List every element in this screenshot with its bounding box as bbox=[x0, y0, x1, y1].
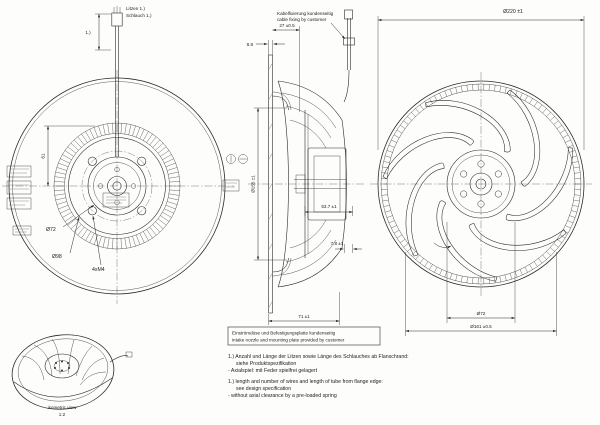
isometric-hub-holes bbox=[54, 360, 70, 372]
isometric-cable bbox=[109, 355, 129, 363]
dim-clearance: 7.8 ±1 bbox=[331, 241, 344, 246]
rotation-direction-arrow bbox=[433, 242, 452, 249]
dim-total-depth: 71 ±1 bbox=[298, 314, 310, 319]
front-view bbox=[2, 6, 248, 304]
mounting-plate-edge bbox=[68, 137, 166, 235]
dim-motor-depth: 53.7 ±1 bbox=[321, 204, 337, 209]
section-view bbox=[248, 9, 364, 314]
front-view-dimensions: 1.) Litzen 1.) Schlauch 1.) 61 Ø72 Ø98 4… bbox=[41, 6, 153, 273]
label-boxes bbox=[6, 165, 32, 236]
impeller-section bbox=[277, 80, 347, 288]
notes-block: 1.) Anzahl und Länge der Litzen sowie Lä… bbox=[228, 354, 409, 399]
dim-blade-inner-diameter: Ø161 ±0.5 bbox=[470, 324, 492, 329]
intake-note-de: Einströmdüse und Befestigungsplatte kund… bbox=[232, 331, 336, 336]
intake-nozzle bbox=[272, 91, 292, 277]
cable-fixing-label-de: Kabelfixierung kundenseitig bbox=[277, 11, 334, 16]
label-wires: Litzen 1.) bbox=[126, 6, 145, 11]
shaft-boss bbox=[107, 176, 127, 196]
shaft-boss bbox=[469, 172, 493, 196]
bearing bbox=[295, 174, 306, 194]
isometric-blades bbox=[21, 338, 107, 386]
dim-hub-diameter-rear: Ø72 bbox=[477, 311, 486, 316]
intake-note-en: intake nozzle and mounting plate provide… bbox=[232, 338, 345, 343]
label-tube: Schlauch 1.) bbox=[126, 13, 152, 18]
isometric-hub bbox=[44, 353, 80, 379]
hub-holes bbox=[460, 160, 502, 208]
symbol-circle-2 bbox=[238, 154, 248, 164]
note-de-3: - Axialspiel: mit Feder spielfrei gelage… bbox=[228, 368, 318, 374]
dim-bolt-circle: Ø98 bbox=[52, 254, 62, 260]
note-en-2: see design specification bbox=[236, 386, 291, 392]
section-view-dimensions: Kabelfixierung kundenseitig cable fixing… bbox=[247, 11, 362, 325]
rear-view bbox=[370, 72, 592, 296]
isometric-caption: isometric view bbox=[48, 405, 78, 410]
shaft-hole bbox=[475, 178, 487, 190]
side-label-box bbox=[222, 179, 240, 192]
cable-fixing-label-en: cable fixing by customer bbox=[277, 17, 327, 22]
mounting-holes bbox=[87, 156, 147, 216]
rear-view-dimensions: Ø220 ±1 Ø72 Ø161 ±0.5 bbox=[377, 9, 585, 336]
motor-section bbox=[294, 147, 347, 221]
isometric-scale: 1:2 bbox=[59, 412, 66, 417]
motor-hub bbox=[87, 156, 147, 216]
hub-plate bbox=[446, 149, 516, 219]
dim-outer-diameter: Ø220 ±1 bbox=[503, 9, 523, 15]
surface-symbols bbox=[226, 154, 248, 164]
intake-note-box: Einströmdüse und Befestigungsplatte kund… bbox=[227, 326, 381, 346]
mounting-plate bbox=[268, 54, 273, 314]
cable-clamp bbox=[343, 37, 355, 46]
serrated-band bbox=[381, 83, 581, 285]
power-cable bbox=[111, 6, 123, 157]
shaft-hole bbox=[112, 181, 122, 191]
note-en-1: 1.) length and number of wires and lengt… bbox=[228, 379, 383, 385]
cable-end bbox=[344, 9, 353, 20]
isometric-connector bbox=[125, 351, 133, 358]
note-de-1: 1.) Anzahl und Länge der Litzen sowie Lä… bbox=[228, 354, 409, 360]
dim-inlet-diameter: Ø155 ±1 bbox=[251, 175, 256, 193]
hub-holes bbox=[97, 166, 137, 206]
note-en-3: - without axial clearance by a pre-loade… bbox=[228, 393, 337, 399]
dim-inlet-depth: 27 ±0.5 bbox=[279, 23, 295, 28]
dim-plate-thickness: 8.8 bbox=[247, 42, 254, 47]
dim-hub-diameter: Ø72 bbox=[46, 227, 56, 233]
dim-hub-height: 61 bbox=[41, 153, 46, 159]
rotor-outer-edge bbox=[8, 77, 226, 295]
symbol-circle-1 bbox=[226, 154, 236, 164]
motor-nameplate bbox=[102, 192, 130, 208]
impeller-outer-edge bbox=[377, 80, 585, 288]
impeller-blades bbox=[375, 79, 592, 295]
isometric-rim bbox=[11, 334, 115, 410]
dim-wire-ref: 1.) bbox=[85, 30, 91, 35]
section-cable bbox=[343, 9, 355, 103]
bolt-circle bbox=[81, 150, 153, 222]
knurled-ring bbox=[54, 123, 180, 249]
note-de-2: siehe Produktspezifikation bbox=[236, 361, 296, 367]
cable-connector bbox=[111, 12, 123, 27]
isometric-view: isometric view 1:2 bbox=[11, 334, 133, 417]
dim-mounting-holes: 4xM4 bbox=[92, 267, 105, 273]
